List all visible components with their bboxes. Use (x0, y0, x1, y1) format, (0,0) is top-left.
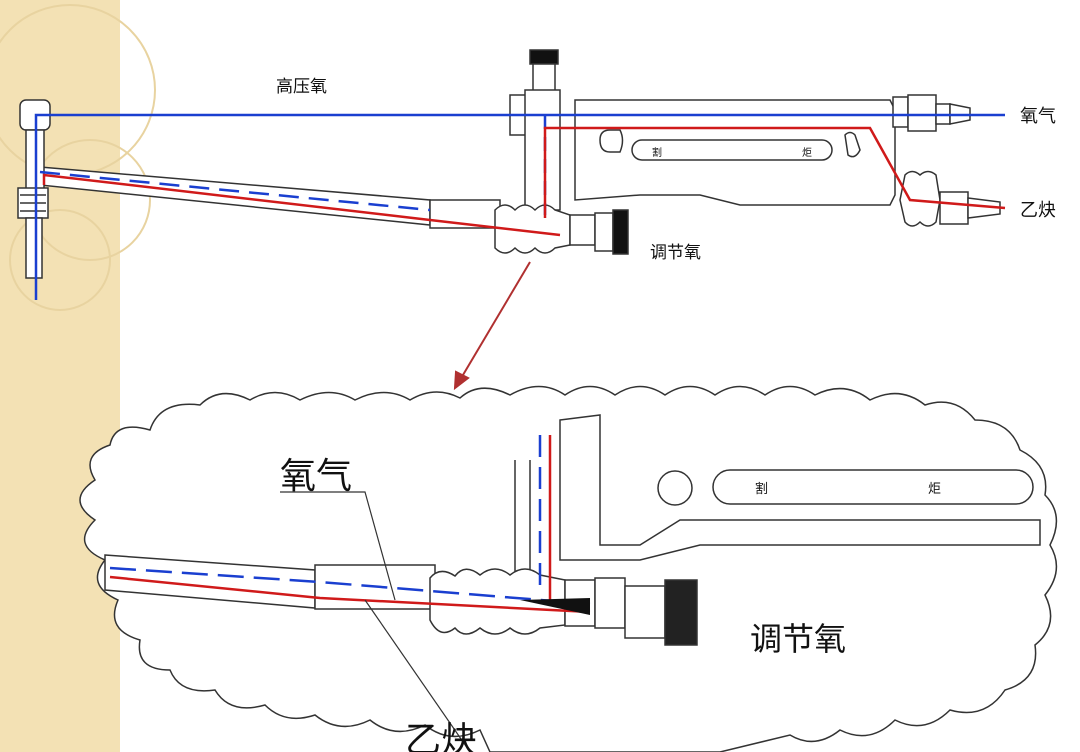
acetylene-lines-upper (42, 126, 1006, 237)
label-zoom-torch-char-left: 割 (755, 481, 768, 497)
side-panel-decoration (0, 4, 156, 311)
label-oxygen: 氧气 (1020, 106, 1056, 127)
acetylene-lines-zoom (109, 435, 591, 614)
label-zoom-oxygen: 氧气 (280, 456, 352, 497)
label-zoom-torch-char-right: 炬 (928, 482, 941, 497)
torch-tube (39, 166, 501, 229)
torch-body (574, 99, 896, 206)
torch-nozzle (17, 99, 51, 279)
label-zoom-acetylene: 乙炔 (405, 720, 477, 752)
zoom-leader-lines (280, 491, 471, 752)
zoom-valve-needle (520, 598, 590, 615)
adjust-oxygen-valve (494, 204, 629, 255)
high-pressure-valve (509, 49, 561, 211)
label-high-pressure-oxygen: 高压氧 (276, 77, 327, 97)
zoom-arrow (453, 261, 531, 391)
label-torch-char-left: 割 (652, 146, 662, 159)
label-torch-char-right: 炬 (802, 146, 812, 159)
zoom-torch-body (514, 414, 1041, 590)
label-adjust-oxygen: 调节氧 (650, 243, 701, 263)
label-acetylene: 乙炔 (1020, 200, 1056, 221)
label-zoom-adjust-oxygen: 调节氧 (750, 620, 846, 658)
oxygen-lines-zoom (109, 435, 591, 606)
